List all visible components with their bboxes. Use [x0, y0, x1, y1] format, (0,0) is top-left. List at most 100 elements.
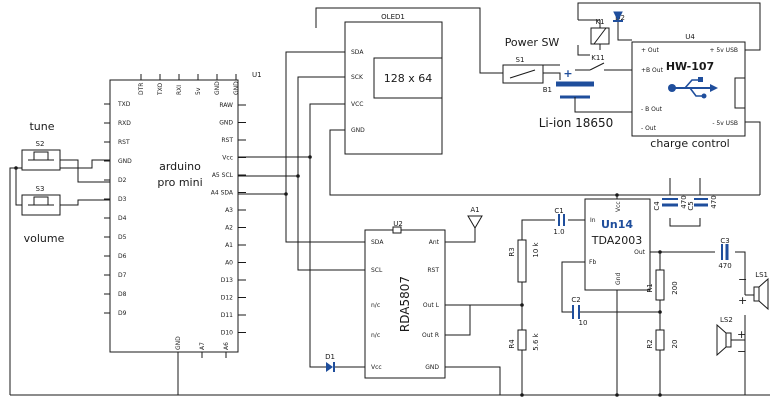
- volume-label: volume: [24, 232, 65, 245]
- volume-switch: S3 volume: [21, 185, 65, 245]
- arduino-right-pin-label: D12: [221, 295, 233, 302]
- r4-ref: R4: [508, 339, 516, 349]
- arduino-ref: U1: [252, 71, 262, 79]
- resistor-r2: R2 20: [646, 329, 679, 351]
- r4-value: 5.6 k: [532, 332, 540, 350]
- arduino-left-pin-label: GND: [118, 158, 132, 165]
- capacitor-c4: C4 470: [653, 195, 688, 210]
- battery-label: Li-ion 18650: [539, 116, 614, 130]
- tune-label: tune: [29, 120, 54, 133]
- r2-value: 20: [671, 340, 679, 349]
- ls1-plus-icon: +: [738, 294, 747, 307]
- r2-ref: R2: [646, 339, 654, 348]
- arduino-left-pin-label: D9: [118, 310, 127, 317]
- c4-ref: C4: [653, 201, 661, 211]
- radio-pin-out-l: Out L: [423, 302, 440, 309]
- radio-pin-vcc: Vcc: [371, 364, 382, 371]
- charger-pin-plus-b-out: +B Out: [641, 67, 664, 74]
- oled-resolution: 128 x 64: [384, 72, 433, 85]
- c1-value: 1.0: [553, 228, 564, 236]
- arduino-left-pin-label: D8: [118, 291, 127, 298]
- charger-pin-usb-minus: - 5v USB: [712, 120, 738, 127]
- oled-pin-gnd: GND: [351, 127, 365, 134]
- power-switch-label: Power SW: [505, 36, 560, 49]
- wires: [9, 2, 770, 396]
- s3-ref: S3: [36, 185, 45, 193]
- power-switch: Power SW S1: [502, 36, 560, 84]
- radio-pin-gnd: GND: [425, 364, 439, 371]
- arduino-right-pin-label: A2: [225, 225, 233, 232]
- arduino-right-pin-label: A3: [225, 207, 233, 214]
- radio-pin-rst: RST: [427, 267, 439, 274]
- resistor-r4: R4 5.6 k: [508, 329, 540, 351]
- radio-pin-sda: SDA: [371, 239, 384, 246]
- amp-pin-fb: Fb: [589, 259, 596, 266]
- battery: B1 + Li-ion 18650: [539, 67, 614, 130]
- radio-pin-nc1: n/c: [371, 302, 380, 309]
- capacitor-c5: C5 470: [687, 195, 718, 210]
- arduino-left-pin-label: RXD: [118, 120, 131, 127]
- c5-value: 470: [710, 195, 718, 208]
- arduino-bottom-pin-label: GND: [175, 336, 182, 350]
- amp-pin-in: In: [590, 217, 596, 224]
- arduino-left-pin-label: D6: [118, 253, 127, 260]
- ls2-minus-icon: −: [737, 345, 746, 358]
- arduino-left-pin-label: D2: [118, 177, 127, 184]
- capacitor-c1: C1 1.0: [553, 207, 565, 236]
- arduino-top-pin-label: GND: [214, 81, 221, 95]
- oled-pin-vcc: VCC: [351, 101, 363, 108]
- resistor-r1: R1 200: [646, 269, 679, 301]
- ls2-ref: LS2: [720, 316, 733, 324]
- c5-ref: C5: [687, 201, 695, 210]
- arduino-right-pin-label: RST: [221, 137, 233, 144]
- arduino-left-pin-label: D7: [118, 272, 127, 279]
- amp-pin-vcc: Vcc: [615, 201, 622, 212]
- arduino-top-pin-label: GND: [233, 81, 240, 95]
- radio-pin-nc2: n/c: [371, 332, 380, 339]
- amp-ref: Un14: [601, 218, 633, 231]
- usb-icon: [668, 77, 718, 99]
- radio-model: RDA5807: [398, 276, 412, 332]
- d1-ref: D1: [325, 353, 335, 361]
- tune-switch: tune S2: [21, 120, 61, 171]
- r1-value: 200: [671, 281, 679, 294]
- amplifier: Un14 TDA2003 In Vcc Out Fb Gnd: [584, 198, 651, 291]
- capacitor-c3: C3 470: [718, 237, 731, 270]
- arduino-title-2: pro mini: [157, 176, 202, 189]
- c4-value: 470: [680, 195, 688, 208]
- arduino-right-pin-label: D13: [221, 277, 233, 284]
- charge-controller: U4 HW-107 + Out +B Out - B Out - Out + 5…: [631, 33, 746, 150]
- ls2-plus-icon: +: [737, 328, 746, 341]
- oled-display: OLED1 128 x 64 SDA SCK VCC GND: [344, 13, 443, 155]
- amp-pin-out: Out: [634, 249, 646, 256]
- arduino-right-pin-label: A5 SCL: [212, 172, 234, 179]
- charger-pin-plus-out: + Out: [641, 47, 659, 54]
- charger-model: HW-107: [666, 60, 714, 73]
- capacitor-c2: C2 10: [571, 296, 587, 327]
- radio-ref: U2: [393, 220, 403, 228]
- c3-ref: C3: [720, 237, 729, 245]
- diode-d1: D1: [325, 353, 335, 372]
- d2-ref: D2: [615, 14, 625, 22]
- speaker-ls1: LS1 − +: [738, 271, 769, 311]
- charger-pin-minus-out: - Out: [641, 125, 657, 132]
- arduino-right-pin-label: A4 SDA: [211, 190, 234, 197]
- c3-value: 470: [718, 262, 731, 270]
- c1-ref: C1: [554, 207, 563, 215]
- charger-pin-minus-b-out: - B Out: [641, 106, 663, 113]
- arduino-top-pin-label: TXO: [157, 83, 164, 96]
- speaker-ls2: LS2 + −: [716, 316, 746, 358]
- radio-module: U2 RDA5807 SDA SCL n/c n/c Vcc Ant RST O…: [364, 220, 446, 379]
- arduino-right-pin-label: D11: [221, 312, 233, 319]
- charger-ref: U4: [685, 33, 695, 41]
- oled-pin-sda: SDA: [351, 49, 364, 56]
- arduino-bottom-pin-label: A7: [199, 342, 206, 350]
- arduino-left-pin-label: RST: [118, 139, 130, 146]
- arduino-title-1: arduino: [159, 160, 201, 173]
- arduino-left-pin-label: D3: [118, 196, 127, 203]
- arduino-top-pin-label: 5v: [195, 87, 202, 95]
